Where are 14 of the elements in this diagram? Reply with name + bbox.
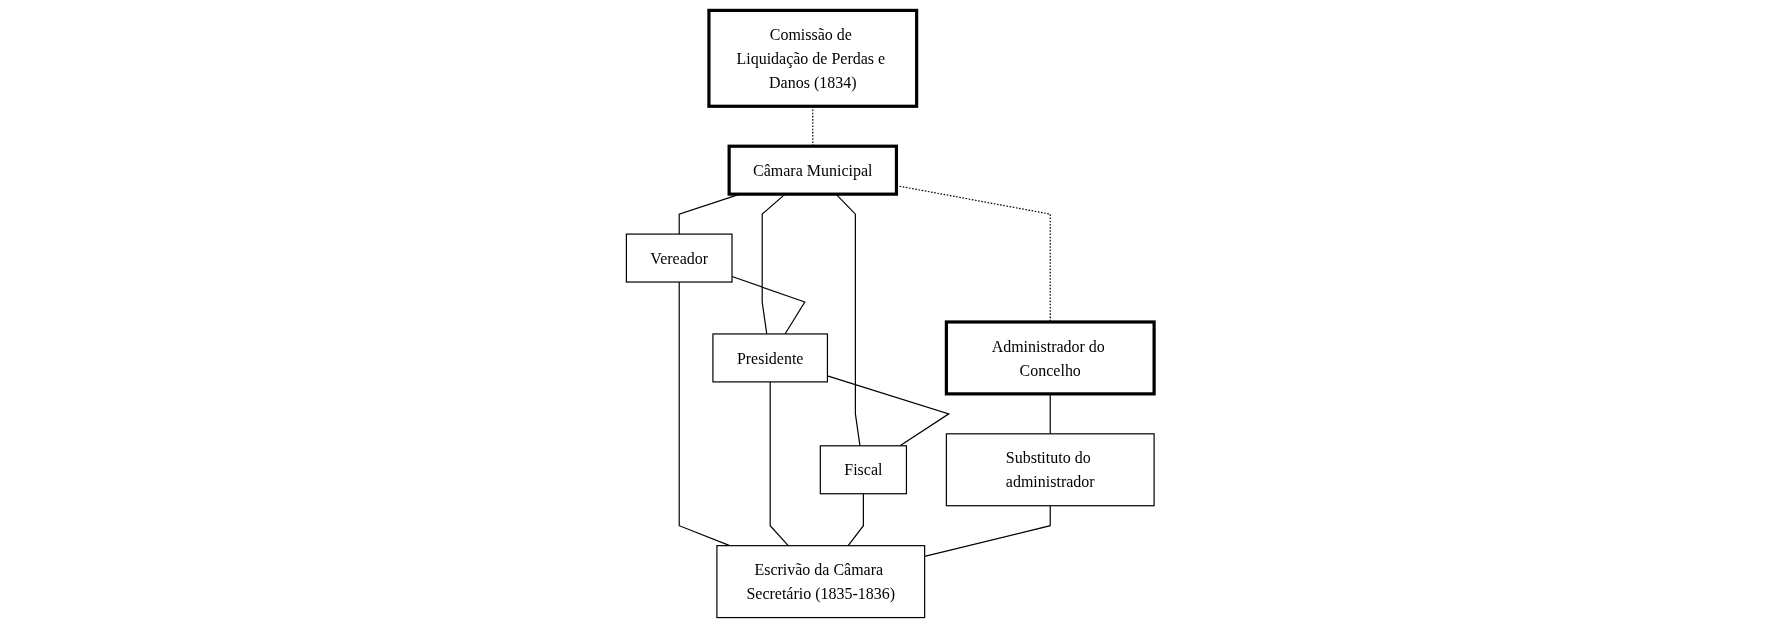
connector [731,275,806,335]
connector [835,193,861,446]
connector [769,380,789,546]
connector [761,193,786,335]
node-box: Fiscal [819,444,907,494]
node-box: Escrivão da Câmara Secretário (1835-1836) [716,544,925,618]
node-box: Câmara Municipal [727,144,898,196]
connector [678,280,731,546]
node-box: Presidente [712,332,828,382]
connector [847,492,864,546]
node-box: Substituto do administrador [945,432,1155,506]
node-box: Vereador [625,233,733,283]
node-box: Comissão de Liquidação de Perdas e Danos (1834) [707,8,918,108]
node-box: Administrador do Concelho [944,319,1156,395]
